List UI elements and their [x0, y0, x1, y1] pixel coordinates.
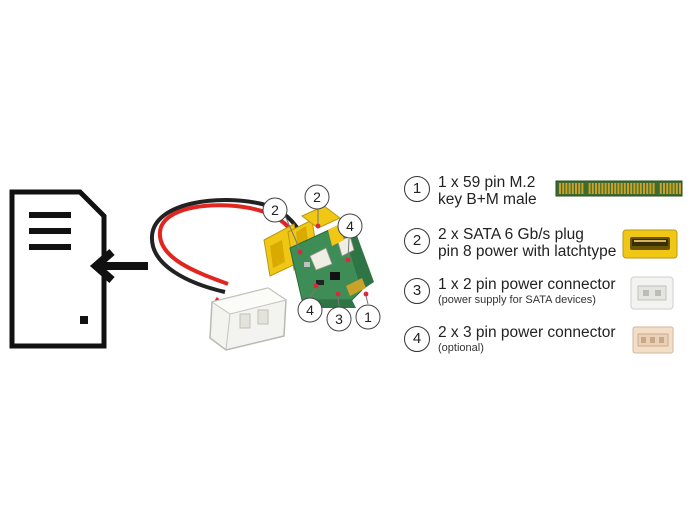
legend-item-sata: 2 2 x SATA 6 Gb/s plug pin 8 power with …	[404, 226, 700, 270]
gold-pin	[601, 183, 604, 194]
gold-pin	[607, 183, 610, 194]
gold-pin	[669, 183, 672, 194]
gold-pin	[595, 183, 597, 194]
gold-pin	[588, 183, 591, 194]
callout-4b: 4	[297, 297, 323, 323]
legend-item-m2: 1 1 x 59 pin M.2 key B+M male	[404, 174, 700, 218]
gold-pin	[646, 183, 649, 194]
legend-note: (optional)	[438, 342, 484, 354]
gold-pin	[611, 183, 613, 194]
legend-text: 1 x 2 pin power connector (power supply …	[438, 276, 628, 308]
gold-pin	[565, 183, 568, 194]
legend-text: 2 x 3 pin power connector (optional)	[438, 324, 628, 356]
svg-text:2: 2	[271, 202, 279, 218]
legend-note: (power supply for SATA devices)	[438, 294, 596, 306]
callout-2b: 2	[304, 184, 330, 210]
gold-pin	[636, 183, 639, 194]
svg-text:1: 1	[364, 309, 372, 325]
2-pin-connector-icon	[630, 276, 674, 310]
gold-pin	[562, 183, 565, 194]
gold-pin	[617, 183, 620, 194]
legend-number: 4	[404, 326, 430, 352]
legend-item-2pin: 3 1 x 2 pin power connector (power suppl…	[404, 276, 700, 320]
gold-pin	[630, 183, 633, 194]
gold-pin	[591, 183, 594, 194]
gold-pin	[571, 183, 574, 194]
gold-pin	[675, 183, 678, 194]
gold-pin	[581, 183, 584, 194]
legend-line1: 1 x 59 pin M.2	[438, 174, 536, 191]
callout-3: 3	[326, 306, 352, 332]
legend-line2: pin 8 power with latchtype	[438, 243, 617, 260]
gold-pin	[578, 183, 581, 194]
svg-text:2: 2	[313, 189, 321, 205]
gold-pin	[639, 183, 642, 194]
gold-pin	[575, 183, 577, 194]
legend-number: 2	[404, 228, 430, 254]
gold-pin	[672, 183, 675, 194]
gold-pin	[643, 183, 645, 194]
callout-leaders	[282, 209, 369, 307]
gold-pin	[663, 183, 665, 194]
3-pin-connector-icon	[632, 326, 674, 354]
gold-pin	[627, 183, 629, 194]
legend-line2: key B+M male	[438, 191, 537, 208]
gold-pin	[623, 183, 626, 194]
gold-pin	[666, 183, 669, 194]
gold-pin	[679, 183, 681, 194]
legend-item-3pin: 4 2 x 3 pin power connector (optional)	[404, 324, 700, 368]
gold-pin	[598, 183, 601, 194]
gold-pin	[652, 183, 655, 194]
legend-text: 1 x 59 pin M.2 key B+M male	[438, 174, 628, 208]
gold-pin	[620, 183, 623, 194]
callout-4a: 4	[337, 213, 363, 239]
legend-line1: 2 x SATA 6 Gb/s plug	[438, 226, 584, 243]
legend-number: 1	[404, 176, 430, 202]
callout-2a: 2	[262, 197, 288, 223]
m2-edge-connector-icon	[555, 180, 683, 197]
sata-plug-icon	[622, 229, 678, 259]
gold-pin	[568, 183, 571, 194]
molex-connector	[209, 287, 288, 351]
arrow-left-icon	[89, 248, 148, 284]
legend-text: 2 x SATA 6 Gb/s plug pin 8 power with la…	[438, 226, 628, 260]
gold-pin	[614, 183, 617, 194]
gold-pin	[659, 183, 662, 194]
legend-line1: 2 x 3 pin power connector	[438, 324, 616, 341]
gold-pin	[633, 183, 636, 194]
svg-text:3: 3	[335, 311, 343, 327]
pc-tower-icon	[9, 189, 107, 349]
legend-line1: 1 x 2 pin power connector	[438, 276, 616, 293]
gold-pin	[604, 183, 607, 194]
gold-pin	[559, 183, 561, 194]
callout-1: 1	[355, 304, 381, 330]
gold-pin	[649, 183, 652, 194]
m2-adapter-pcb	[289, 222, 374, 308]
svg-text:4: 4	[346, 218, 354, 234]
svg-text:4: 4	[306, 302, 314, 318]
legend-number: 3	[404, 278, 430, 304]
